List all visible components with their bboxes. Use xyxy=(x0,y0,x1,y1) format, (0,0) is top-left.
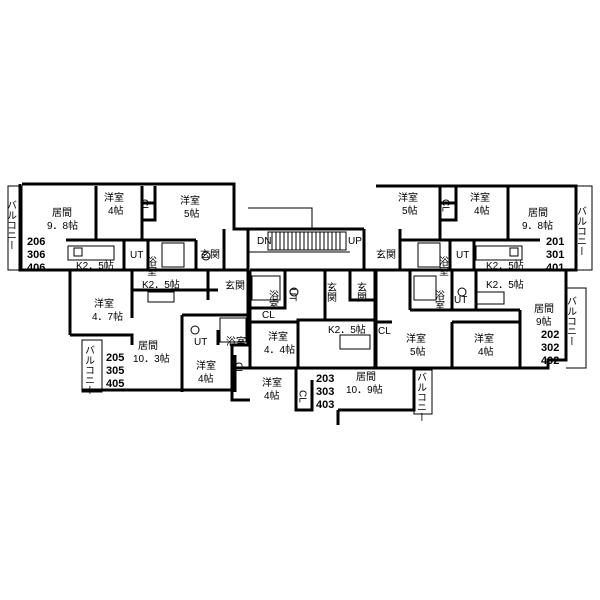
bath-204-label: 浴室 xyxy=(267,290,279,310)
closet-201-label: CL xyxy=(440,199,451,212)
unit-203-walls xyxy=(230,268,433,425)
balcony-201-label: バルコニー xyxy=(575,206,587,256)
unit-number-302: 302 xyxy=(541,342,559,354)
bath-201-label: 浴室 xyxy=(437,256,449,276)
utility-201-label: UT xyxy=(456,250,469,261)
room-202a-label: 洋室 xyxy=(406,332,426,345)
kitchen-203-label: K2．5帖 xyxy=(328,323,366,336)
unit-number-402: 402 xyxy=(541,355,559,367)
room-201a-label: 洋室 xyxy=(398,191,418,204)
living-202-label: 居間 xyxy=(534,303,554,315)
living-202-size: 9帖 xyxy=(536,315,552,328)
room-202a-size: 5帖 xyxy=(410,345,426,358)
labels-center: DN UP 浴室 UT CL 洋室 4．4帖 洋室 4帖 CL 203 303 … xyxy=(257,236,427,422)
living-203-size: 10．9帖 xyxy=(346,383,383,396)
labels-205: K2．5帖 玄関 洋室 4．7帖 バルコニー 居間 10．3帖 205 305 … xyxy=(83,278,247,395)
balcony-202-label: バルコニー xyxy=(565,296,577,346)
closet-202-label: CL xyxy=(378,326,391,337)
balcony-203-label: バルコニー xyxy=(415,372,427,422)
unit-number-206: 206 xyxy=(27,236,45,248)
unit-number-303: 303 xyxy=(316,386,334,398)
room-204-label: 洋室 xyxy=(268,330,288,343)
room-206a-size: 4帖 xyxy=(108,204,124,217)
unit-205-walls xyxy=(68,268,250,393)
room-203-label: 洋室 xyxy=(262,376,282,389)
unit-number-205: 205 xyxy=(106,352,124,364)
kitchen-205-label: K2．5帖 xyxy=(142,278,180,291)
entrance-206-label: 玄関 xyxy=(200,248,220,261)
room-204-size: 4．4帖 xyxy=(264,343,295,356)
closet-205-label: CL xyxy=(233,362,244,375)
stair-down-label: DN xyxy=(257,236,271,247)
closet-203-label: CL xyxy=(297,390,308,403)
room-201b-size: 4帖 xyxy=(474,204,490,217)
kitchen-202-label: K2．5帖 xyxy=(486,278,524,291)
living-206-size: 9．8帖 xyxy=(47,219,78,232)
bath-202-label: 浴室 xyxy=(433,290,445,310)
room-201a-size: 5帖 xyxy=(402,204,418,217)
unit-number-406: 406 xyxy=(27,262,45,274)
unit-number-202: 202 xyxy=(541,329,559,341)
entrance-205-label: 玄関 xyxy=(225,279,245,292)
room-205b-label: 洋室 xyxy=(196,359,216,372)
unit-number-403: 403 xyxy=(316,399,334,411)
unit-number-306: 306 xyxy=(27,249,45,261)
utility-206-label: UT xyxy=(130,250,143,261)
room-205b-size: 4帖 xyxy=(198,372,214,385)
room-206b-size: 5帖 xyxy=(184,207,200,220)
unit-number-301: 301 xyxy=(546,249,564,261)
unit-202-walls xyxy=(374,268,587,370)
room-201b-label: 洋室 xyxy=(470,191,490,204)
entrance-203a-label: 玄関 xyxy=(325,281,337,303)
utility-205-label: UT xyxy=(194,337,207,348)
utility-204-label: UT xyxy=(287,288,298,301)
kitchen-206-label: K2．5帖 xyxy=(76,259,114,272)
room-205a-size: 4．7帖 xyxy=(92,310,123,323)
balcony-205-label: バルコニー xyxy=(83,345,95,395)
labels-206: バルコニー 居間 9．8帖 206 306 406 洋室 4帖 CL 洋室 5帖… xyxy=(5,191,221,276)
living-203-label: 居間 xyxy=(356,371,376,383)
unit-number-201: 201 xyxy=(546,236,564,248)
living-205-size: 10．3帖 xyxy=(133,352,170,365)
kitchen-201-label: K2．5帖 xyxy=(486,259,524,272)
stair-up-label: UP xyxy=(348,236,362,247)
unit-number-401: 401 xyxy=(546,262,564,274)
living-205-label: 居間 xyxy=(138,340,158,352)
living-201-size: 9．8帖 xyxy=(522,219,553,232)
living-206-label: 居間 xyxy=(52,207,72,219)
utility-202-label: UT xyxy=(454,295,467,306)
labels-201: 玄関 浴室 UT K2．5帖 洋室 5帖 CL 洋室 4帖 居間 9．8帖 20… xyxy=(376,191,587,276)
entrance-201-label: 玄関 xyxy=(376,248,396,261)
room-203-size: 4帖 xyxy=(264,389,280,402)
living-201-label: 居間 xyxy=(528,207,548,219)
unit-201-walls xyxy=(362,184,593,272)
closet-204-label: CL xyxy=(262,310,275,321)
unit-number-203: 203 xyxy=(316,373,334,385)
room-206a-label: 洋室 xyxy=(104,191,124,204)
closet-206-label: CL xyxy=(139,199,150,212)
entrance-203b-label: 玄関 xyxy=(355,281,367,303)
room-206b-label: 洋室 xyxy=(180,194,200,207)
stairwell-walls xyxy=(234,207,364,253)
bath-206-label: 浴室 xyxy=(145,256,157,276)
labels-202: 浴室 UT K2．5帖 居間 9帖 202 302 402 CL 洋室 5帖 洋… xyxy=(378,278,577,367)
room-205a-label: 洋室 xyxy=(94,297,114,310)
bath-205-label: 浴室 xyxy=(226,335,246,348)
unit-number-305: 305 xyxy=(106,365,124,377)
unit-number-405: 405 xyxy=(106,378,124,390)
room-202b-label: 洋室 xyxy=(474,332,494,345)
room-202b-size: 4帖 xyxy=(478,345,494,358)
balcony-206-label: バルコニー xyxy=(5,200,17,250)
